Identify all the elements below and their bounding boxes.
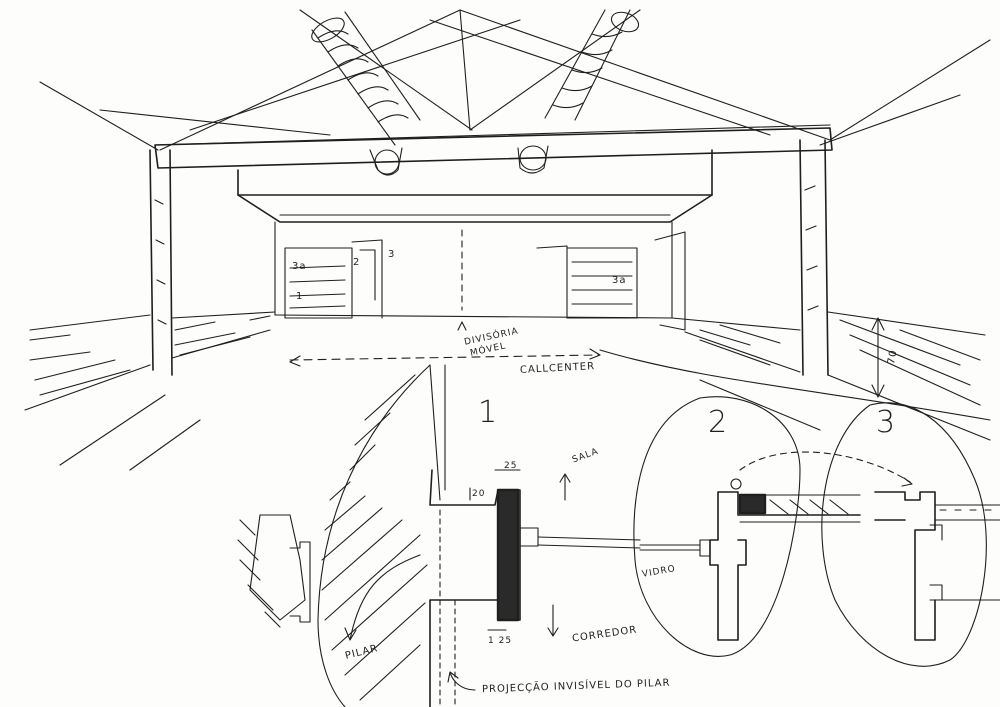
door-label-3: 3 bbox=[388, 249, 396, 260]
detail-number-2: 2 bbox=[708, 405, 728, 440]
floor-walls bbox=[24, 311, 991, 471]
back-wall bbox=[274, 221, 686, 331]
detail-number-1: 1 bbox=[478, 395, 498, 430]
beam bbox=[154, 127, 833, 223]
dimension-1-25: 1 25 bbox=[488, 636, 513, 646]
dimension-25-top: 25 bbox=[504, 461, 518, 471]
columns bbox=[149, 139, 829, 376]
door-label-1: 1 bbox=[296, 291, 304, 302]
roof-truss bbox=[39, 9, 991, 151]
door-label-3a-right: 3a bbox=[612, 275, 627, 286]
dimension-20: 20 bbox=[472, 489, 486, 499]
detail-3 bbox=[821, 402, 1000, 667]
detail-2 bbox=[633, 396, 913, 657]
detail-number-3: 3 bbox=[876, 405, 896, 440]
detail-1 bbox=[237, 364, 641, 707]
door-label-3a-left: 3a bbox=[292, 261, 307, 272]
air-ducts bbox=[311, 9, 640, 176]
door-label-2: 2 bbox=[353, 257, 361, 268]
